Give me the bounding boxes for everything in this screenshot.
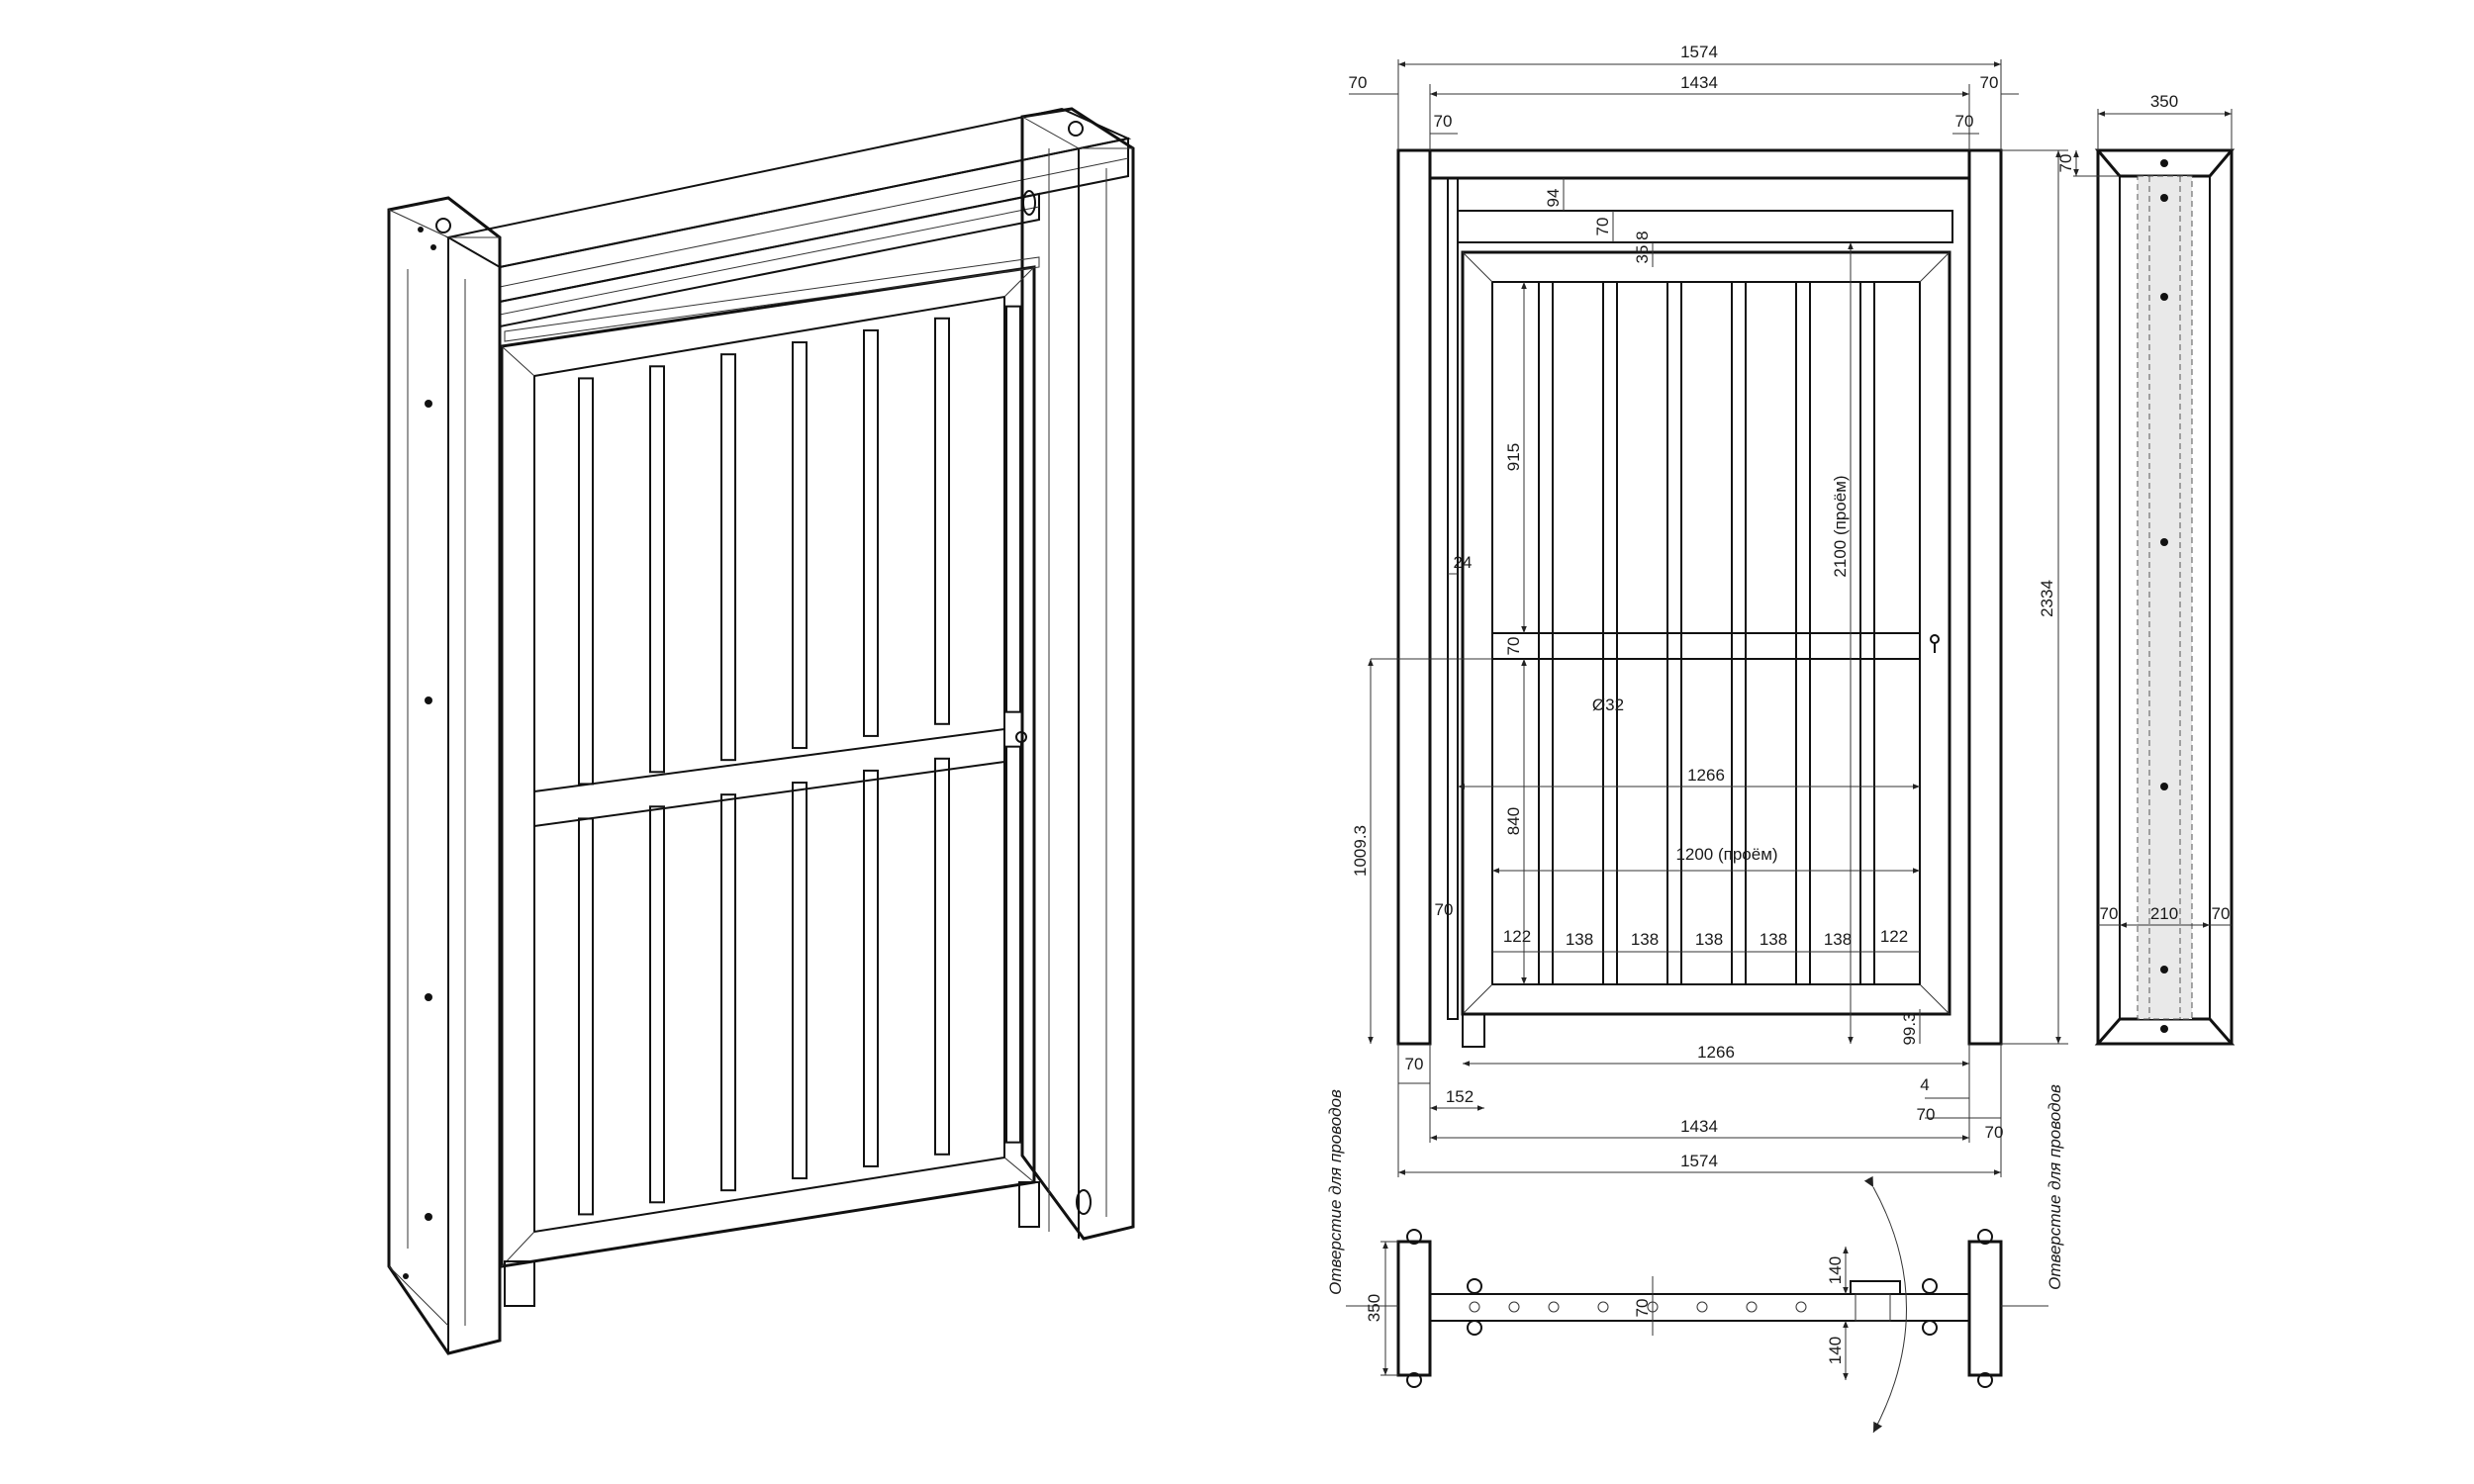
dim-h99: 99.3: [1900, 1012, 1919, 1045]
dim-side-width: 350: [2150, 92, 2178, 111]
dim-b1574: 1574: [1680, 1152, 1718, 1170]
dim-edge-122-left: 122: [1503, 927, 1531, 946]
iso-rod-upper: [934, 317, 950, 725]
plan-hole: [1597, 1301, 1609, 1313]
plan-hole: [1508, 1301, 1520, 1313]
dim-spacing-2: 138: [1631, 930, 1659, 949]
side-fixing-dot: [2160, 159, 2168, 167]
iso-rod-upper: [578, 377, 594, 786]
dim-side-center: 210: [2150, 904, 2178, 923]
plan-dimension-labels: 350 70 140 140 Отверстие для проводов От…: [1326, 1084, 2064, 1364]
dim-beam: 70: [1593, 218, 1612, 236]
iso-rod-lower: [649, 805, 665, 1204]
dim-rod-diameter: Ø32: [1592, 696, 1624, 714]
dim-crossbar: 70: [1504, 637, 1523, 656]
dim-w1266-mid: 1266: [1687, 766, 1725, 785]
iso-rod-lower: [1005, 745, 1021, 1144]
iso-rod-lower: [792, 782, 808, 1180]
dim-post-inner-left: 70: [1434, 112, 1453, 131]
dim-plan-depth: 350: [1365, 1294, 1383, 1322]
front-rod: [1666, 281, 1682, 985]
dim-plan-lower: 140: [1826, 1337, 1845, 1364]
dim-post-inner-right: 70: [1955, 112, 1974, 131]
front-rod: [1795, 281, 1811, 985]
front-rod: [1602, 281, 1618, 985]
dim-plan-beam: 70: [1633, 1299, 1652, 1318]
dim-gap4: 4: [1920, 1075, 1929, 1094]
front-elevation-view: [1349, 59, 2068, 1177]
side-fixing-dot: [2160, 293, 2168, 301]
dim-h2334: 2334: [2038, 580, 2056, 617]
dim-post-foot: 70: [1435, 900, 1454, 919]
dim-h915: 915: [1504, 443, 1523, 471]
iso-rod-lower: [934, 757, 950, 1156]
front-rod: [1859, 281, 1875, 985]
dim-foot70: 70: [1405, 1055, 1424, 1073]
plan-bolt: [1922, 1278, 1938, 1294]
side-fixing-dot: [2160, 783, 2168, 790]
plan-bolt: [1922, 1320, 1938, 1336]
dim-gap24: 24: [1454, 553, 1473, 572]
dim-gap-35: 35.8: [1633, 231, 1652, 263]
dim-w152: 152: [1446, 1087, 1474, 1106]
dim-w1266-bottom: 1266: [1697, 1043, 1735, 1062]
front-dimension-labels: 1574 1434 70 70 70 70 94 70 35.8 915 210…: [1349, 43, 2056, 1170]
dim-spacing-4: 138: [1760, 930, 1787, 949]
plan-hole: [1469, 1301, 1480, 1313]
iso-rod-upper: [720, 353, 736, 762]
dim-opening-height: 2100 (проём): [1831, 475, 1850, 577]
dim-opening-width: 1200 (проём): [1675, 845, 1777, 864]
plan-hole: [1548, 1301, 1560, 1313]
iso-rod-lower: [720, 793, 736, 1192]
dim-overall-width: 1574: [1680, 43, 1718, 61]
dim-side-left: 70: [2100, 904, 2119, 923]
side-fixing-dot: [2160, 194, 2168, 202]
front-rod: [1731, 281, 1747, 985]
iso-rod-lower: [578, 817, 594, 1216]
plan-bolt: [1406, 1372, 1422, 1388]
iso-rod-lower: [863, 769, 879, 1167]
side-fixing-dot: [2160, 1025, 2168, 1033]
dim-inner-width: 1434: [1680, 73, 1718, 92]
dim-side-top: 70: [2056, 154, 2075, 173]
isometric-gate-view: [387, 107, 1135, 1355]
iso-rod-upper: [649, 365, 665, 774]
side-fixing-dot: [2160, 538, 2168, 546]
dim-post-left: 70: [1349, 73, 1368, 92]
dim-spacing-1: 138: [1566, 930, 1593, 949]
note-wire-hole-right: Отверстие для проводов: [2046, 1084, 2064, 1290]
iso-rod-upper: [863, 328, 879, 737]
plan-bolt: [1977, 1372, 1993, 1388]
iso-rod-upper: [792, 341, 808, 750]
side-fixing-dot: [2160, 966, 2168, 974]
plan-bolt: [1467, 1278, 1482, 1294]
side-dimension-labels: 350 70 70 210 70: [2056, 92, 2230, 923]
iso-rod-upper: [1005, 305, 1021, 713]
note-wire-hole-left: Отверстие для проводов: [1326, 1089, 1345, 1295]
plan-bolt: [1406, 1229, 1422, 1245]
dim-h1009: 1009.3: [1351, 825, 1370, 877]
dim-r70a: 70: [1917, 1105, 1936, 1124]
plan-hole: [1696, 1301, 1708, 1313]
dim-plan-upper: 140: [1826, 1256, 1845, 1284]
dim-r70b: 70: [1985, 1123, 2004, 1142]
plan-bolt: [1977, 1229, 1993, 1245]
dim-spacing-3: 138: [1695, 930, 1723, 949]
dim-b1434: 1434: [1680, 1117, 1718, 1136]
dim-edge-122-right: 122: [1880, 927, 1908, 946]
dim-side-right: 70: [2212, 904, 2231, 923]
side-elevation-view: [2073, 109, 2236, 1046]
dim-spacing-5: 138: [1824, 930, 1852, 949]
plan-top-view: [1346, 1175, 2048, 1434]
plan-bolt: [1467, 1320, 1482, 1336]
front-rod: [1538, 281, 1554, 985]
plan-hole: [1795, 1301, 1807, 1313]
dim-post-right: 70: [1980, 73, 1999, 92]
plan-hole: [1746, 1301, 1758, 1313]
dim-h840: 840: [1504, 807, 1523, 835]
dim-top-gap: 94: [1544, 189, 1563, 208]
